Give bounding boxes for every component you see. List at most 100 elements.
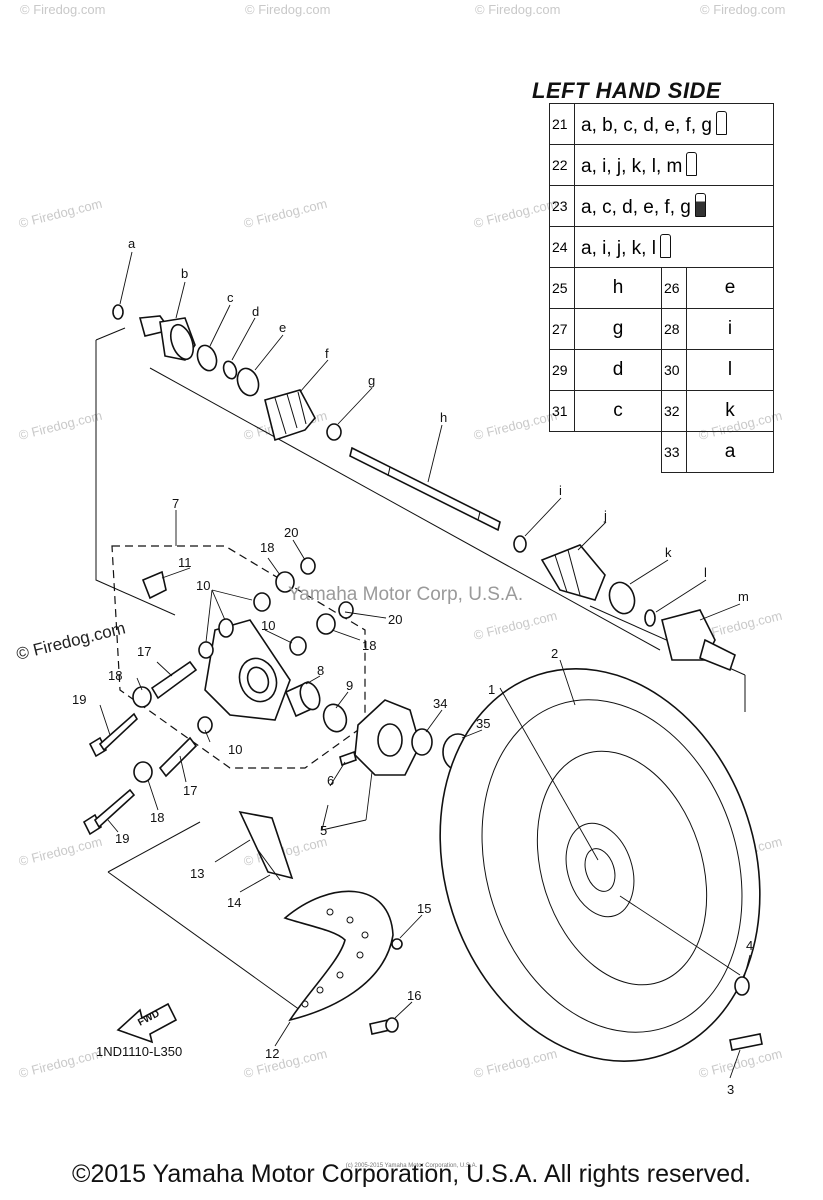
row-codes: a, b, c, d, e, f, g (574, 103, 774, 145)
label-k: k (665, 545, 672, 560)
legend-title: LEFT HAND SIDE (532, 78, 722, 103)
valve-stem (729, 1033, 763, 1051)
table-row: 23 a, c, d, e, f, g (549, 185, 774, 227)
label-35: 35 (476, 716, 490, 731)
band-g (326, 423, 342, 441)
row-code: c (574, 390, 662, 432)
diagram-code: 1ND1110-L350 (96, 1044, 183, 1059)
label-4: 4 (746, 938, 753, 953)
copyright-small: (c) 2005-2015 Yamaha Motor Corporation, … (345, 1163, 478, 1169)
codes-text: a, b, c, d, e, f, g (581, 115, 712, 136)
codes-text: a, i, j, k, l, m (581, 156, 683, 177)
nut (338, 601, 354, 619)
row-code: g (574, 308, 662, 350)
row-codes: a, i, j, k, l, m (574, 144, 774, 186)
band-e (236, 367, 260, 397)
row-number: 33 (661, 431, 687, 473)
label-a: a (128, 236, 136, 251)
watermark: © Firedog.com (475, 2, 560, 17)
watermark: © Firedog.com (17, 1046, 104, 1081)
label-10: 10 (196, 578, 210, 593)
label-18: 18 (260, 540, 274, 555)
table-row: 25 h 26 e (549, 267, 774, 309)
label-10: 10 (261, 618, 275, 633)
row-number: 24 (549, 226, 575, 268)
collar (158, 736, 198, 778)
label-15: 15 (417, 901, 431, 916)
label-18: 18 (362, 638, 376, 653)
bushing (218, 618, 234, 638)
watermark: © Firedog.com (700, 2, 785, 17)
row-number: 25 (549, 267, 575, 309)
label-11: 11 (178, 555, 192, 570)
bushing (198, 641, 214, 659)
label-g: g (368, 373, 375, 388)
brake-disc (283, 890, 394, 1022)
collar (150, 660, 198, 700)
label-19: 19 (115, 831, 129, 846)
label-34: 34 (433, 696, 447, 711)
label-f: f (325, 346, 329, 361)
copyright-notice: ©2015 Yamaha Motor Corporation, U.S.A. A… (72, 1160, 751, 1188)
label-13: 13 (190, 866, 204, 881)
watermark: © Firedog.com (472, 608, 559, 643)
bushing (197, 716, 213, 734)
outer-cv-joint (138, 315, 196, 361)
label-20: 20 (388, 612, 402, 627)
row-code: l (686, 349, 774, 391)
label-b: b (181, 266, 188, 281)
inner-cv-joint (661, 609, 736, 672)
leader-lines (99, 251, 751, 1079)
knuckle-assembly-box (111, 545, 366, 769)
label-1: 1 (488, 682, 495, 697)
watermark: © Firedog.com (472, 1046, 559, 1081)
table-row: 27 g 28 i (549, 308, 774, 350)
watermark: © Firedog.com (17, 834, 104, 869)
watermark: © Firedog.com (20, 2, 105, 17)
bushing (289, 636, 307, 656)
label-17: 17 (183, 783, 197, 798)
row-number: 32 (661, 390, 687, 432)
label-12: 12 (265, 1046, 279, 1061)
inner-boot (540, 544, 606, 601)
label-10: 10 (228, 742, 242, 757)
row-number: 26 (661, 267, 687, 309)
wheel-hub (354, 699, 421, 776)
grease-tube-icon (686, 152, 698, 176)
row-number: 21 (549, 103, 575, 145)
label-i: i (559, 483, 562, 498)
label-j: j (603, 508, 607, 523)
center-watermark: Yamaha Motor Corp, U.S.A. (288, 584, 524, 605)
table-row: 29 d 30 l (549, 349, 774, 391)
codes-text: a, c, d, e, f, g (581, 197, 691, 218)
row-code: k (686, 390, 774, 432)
lubrication-table: 21 a, b, c, d, e, f, g 22 a, i, j, k, l,… (549, 103, 774, 473)
circlip-c (196, 344, 218, 372)
disc-bolt (369, 1017, 399, 1035)
oil-seal (316, 613, 336, 635)
watermark: © Firedog.com (697, 1046, 784, 1081)
row-code: d (574, 349, 662, 391)
row-number: 27 (549, 308, 575, 350)
row-codes: a, i, j, k, l (574, 226, 774, 268)
row-code: h (574, 267, 662, 309)
hub-stud (339, 750, 357, 767)
band-k (608, 581, 636, 615)
bushing (253, 592, 271, 612)
label-18: 18 (108, 668, 122, 683)
wheel-tire (439, 668, 761, 1062)
watermark: © Firedog.com (242, 1046, 329, 1081)
oil-seal (133, 761, 153, 783)
steering-knuckle (204, 619, 291, 721)
row-number: 30 (661, 349, 687, 391)
codes-text: a, i, j, k, l (581, 238, 656, 259)
label-2: 2 (551, 646, 558, 661)
grease-tube-icon (694, 193, 706, 217)
row-number: 23 (549, 185, 575, 227)
grease-tube-icon (659, 234, 671, 258)
nut (300, 557, 316, 575)
label-m: m (738, 589, 749, 604)
drive-shaft (349, 446, 501, 532)
